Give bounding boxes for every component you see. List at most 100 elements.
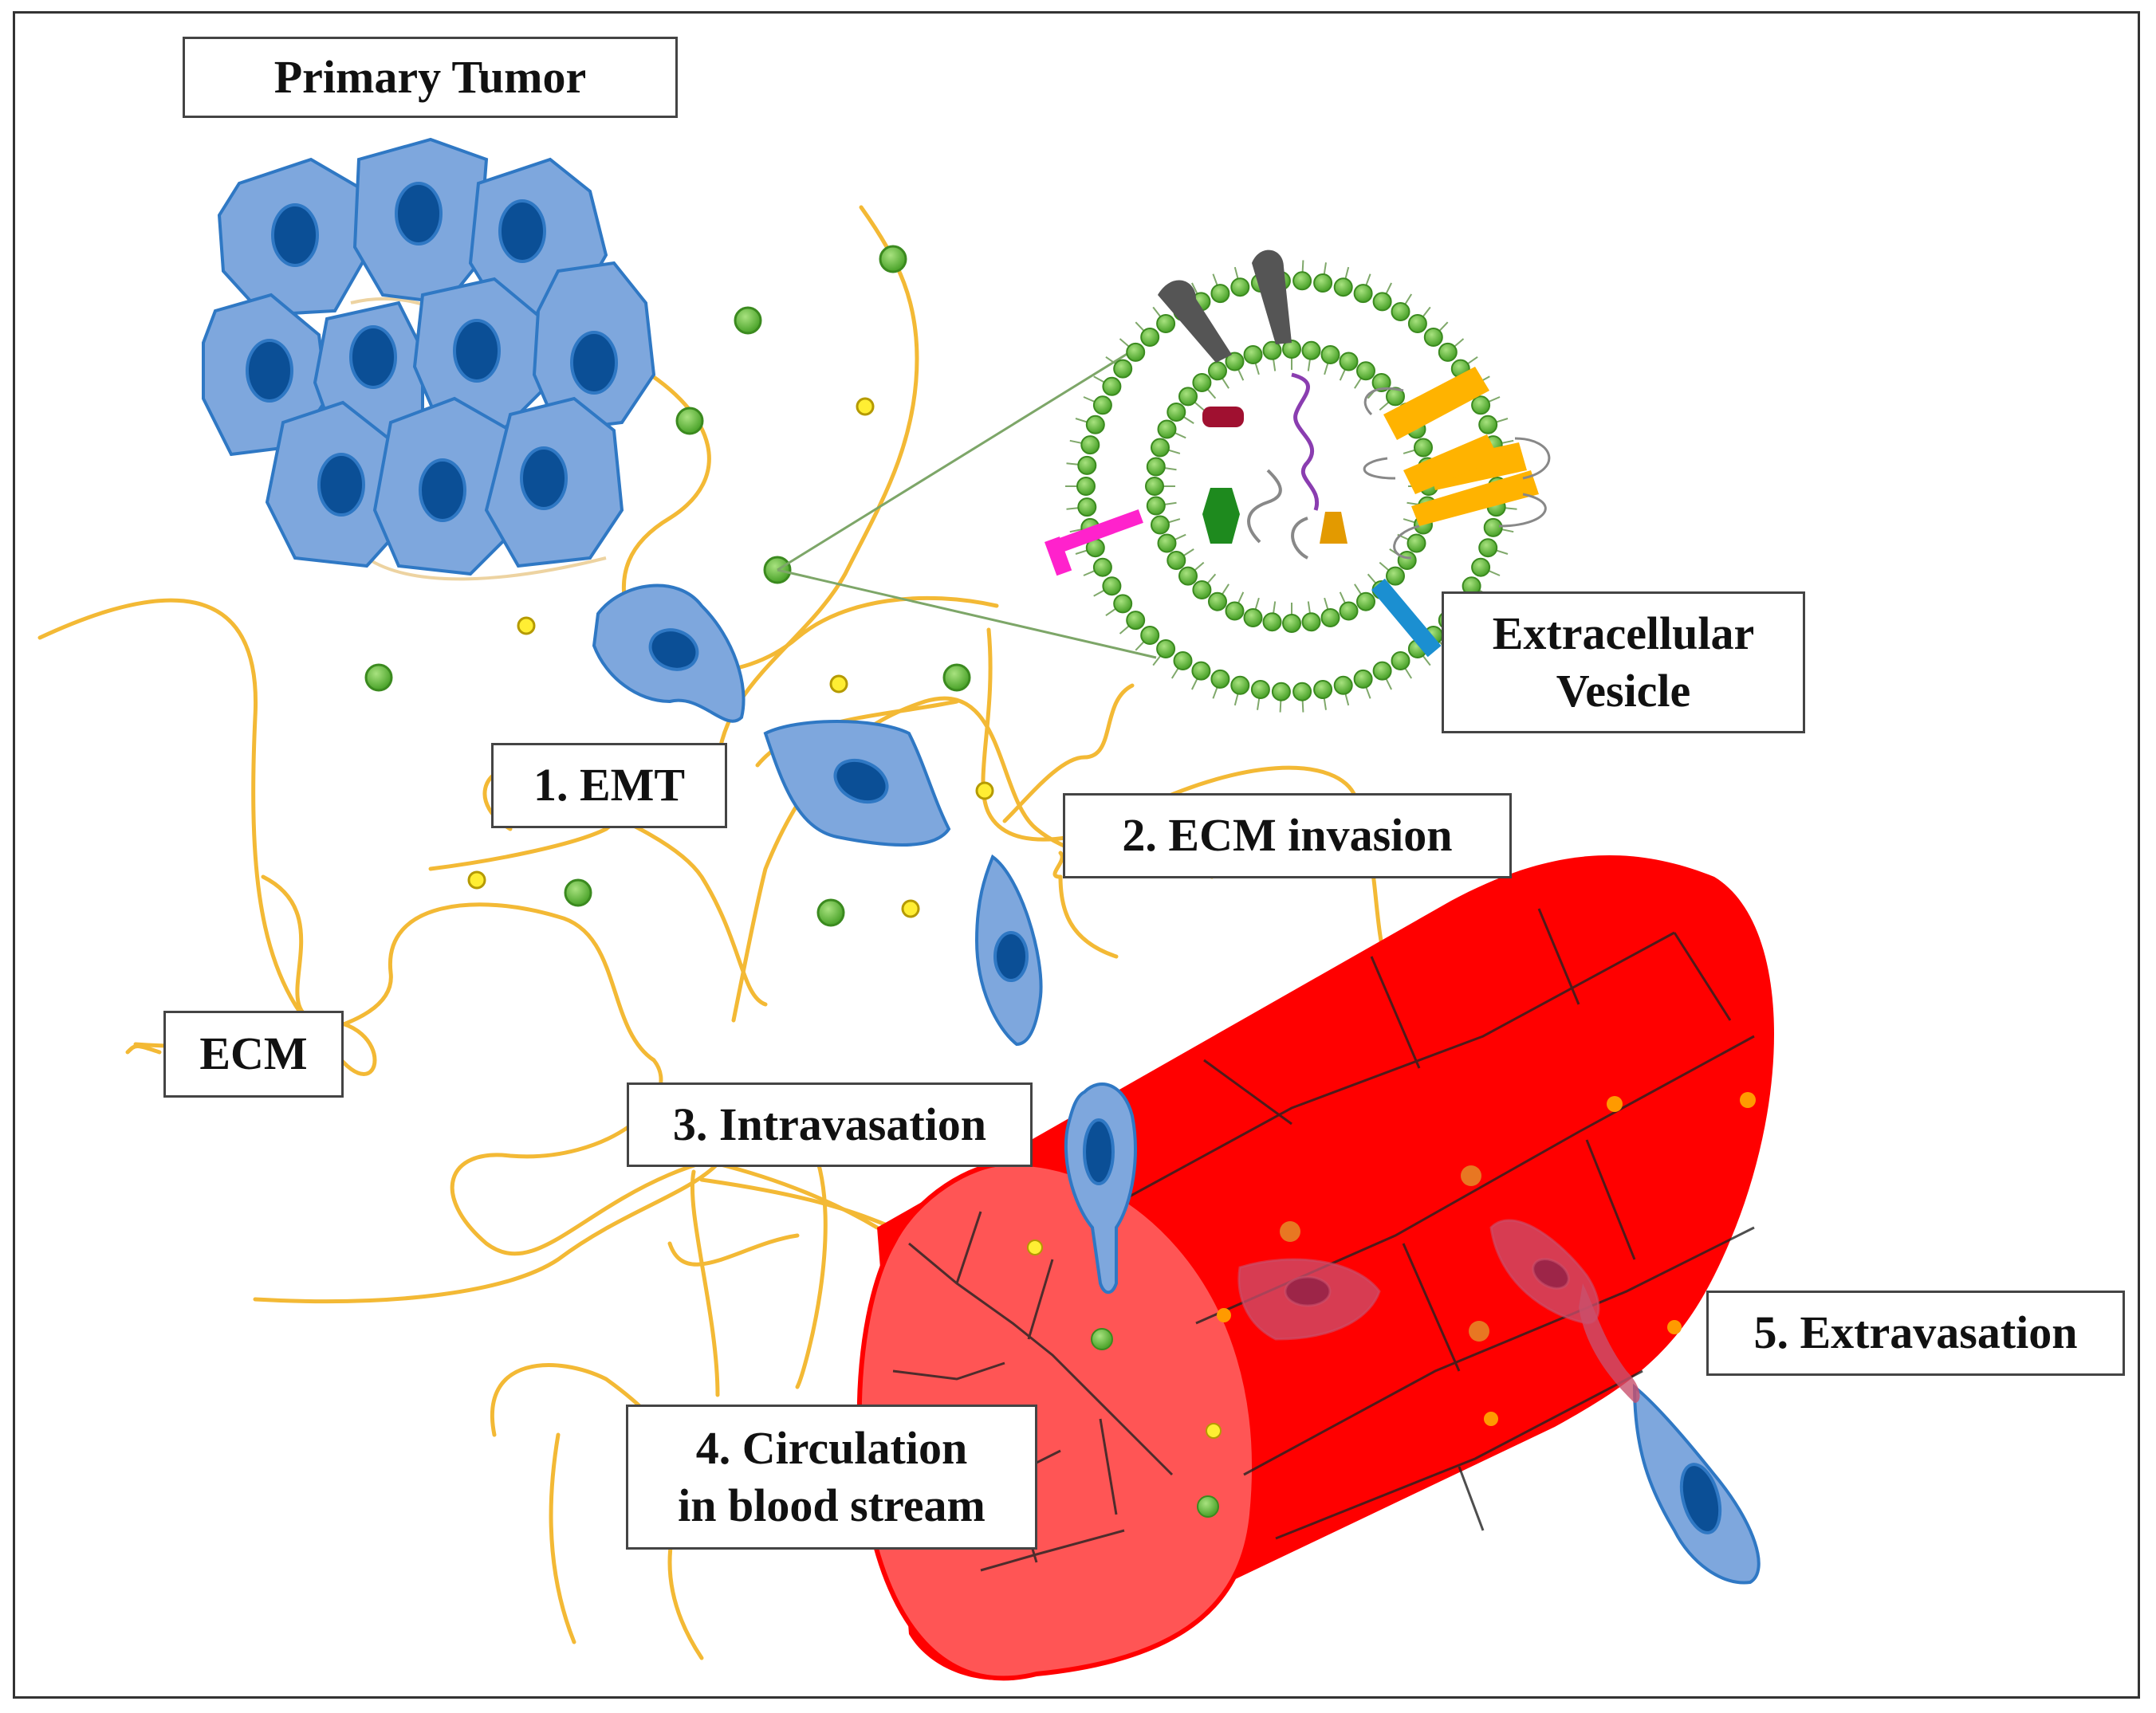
invading-cell <box>763 720 951 847</box>
tumor-cell <box>532 261 656 433</box>
lipid-head <box>1151 515 1170 535</box>
lipid-head <box>1313 680 1333 699</box>
lipid-head <box>1113 594 1133 614</box>
lipid-head <box>1167 551 1186 570</box>
lipid-head <box>1320 345 1340 364</box>
cells-in-vessel <box>1237 1219 1600 1341</box>
tumor-cell <box>265 400 405 568</box>
lipid-head <box>1397 551 1417 570</box>
lipid-head <box>1407 533 1426 553</box>
lipid-head <box>1085 414 1105 434</box>
lipid-head <box>1320 608 1340 627</box>
lipid-head <box>1313 273 1333 293</box>
lipid-head <box>1210 669 1230 689</box>
lipid-head <box>1157 419 1177 439</box>
lipid-head <box>1077 455 1097 475</box>
cargo-protein-orange <box>1320 512 1348 544</box>
lipid-head <box>1333 277 1353 297</box>
label-primary-tumor: Primary Tumor <box>183 37 678 118</box>
label-extravasation: 5. Extravasation <box>1706 1291 2125 1376</box>
lipid-head <box>1126 611 1146 631</box>
magenta-receptor <box>1045 509 1143 576</box>
cargo-rna-purple <box>1291 372 1320 511</box>
lipid-head <box>1271 682 1291 701</box>
lipid-head <box>1471 395 1491 415</box>
lipid-head <box>1471 557 1491 577</box>
lipid-head <box>1156 314 1176 333</box>
lipid-head <box>1145 477 1164 496</box>
lipid-head <box>1140 626 1160 645</box>
extravasating-cell-tail <box>1579 1283 1640 1403</box>
lipid-head <box>1262 340 1282 360</box>
lipid-head <box>1372 292 1392 312</box>
lipid-head <box>1210 284 1230 304</box>
cargo-protein-red <box>1202 407 1244 427</box>
label-emt: 1. EMT <box>491 743 727 828</box>
tumor-cell <box>217 157 369 317</box>
lipid-head <box>1146 496 1166 516</box>
lipid-head <box>1102 576 1122 596</box>
lipid-head <box>1478 414 1498 434</box>
intravasating-cell <box>1064 1082 1137 1295</box>
lipid-head <box>1353 669 1373 689</box>
blood-particles <box>1027 1092 1756 1518</box>
gold-receptor <box>1383 367 1539 526</box>
lipid-head <box>1301 612 1321 632</box>
lipid-head <box>1243 608 1263 627</box>
lipid-head <box>1080 435 1100 455</box>
lipid-head <box>1225 352 1245 371</box>
lipid-head <box>1423 328 1443 347</box>
lipid-head <box>1262 612 1282 632</box>
lipid-head <box>1092 395 1112 415</box>
lipid-head <box>1192 373 1212 392</box>
lipid-head <box>1208 591 1227 611</box>
label-intravasation: 3. Intravasation <box>627 1082 1033 1167</box>
lipid-head <box>1113 359 1133 379</box>
lipid-head <box>1301 340 1321 360</box>
lipid-head <box>1414 438 1433 458</box>
label-extracellular-vesicle: Extracellular Vesicle <box>1442 591 1805 733</box>
cargo-dna-gray <box>1247 469 1309 560</box>
lipid-head <box>1243 345 1263 364</box>
lipid-head <box>1339 352 1359 371</box>
lipid-head <box>1282 340 1301 359</box>
lipid-head <box>1192 580 1212 599</box>
lipid-head <box>1371 373 1391 392</box>
lipid-head <box>1076 477 1096 496</box>
lipid-head <box>1386 566 1405 586</box>
lipid-head <box>1230 675 1250 695</box>
lipid-head <box>1092 557 1112 577</box>
extravasating-cell <box>1632 1383 1761 1585</box>
lipid-head <box>1178 566 1198 586</box>
tumor-cell <box>352 137 489 305</box>
lipid-head <box>1356 361 1375 381</box>
lipid-head <box>1178 387 1198 407</box>
lipid-head <box>1391 651 1410 670</box>
label-ecm: ECM <box>163 1011 344 1098</box>
lipid-head <box>1386 387 1405 407</box>
lipid-head <box>1356 591 1375 611</box>
lipid-head <box>1102 376 1122 396</box>
free-vesicles <box>364 245 994 927</box>
dark-receptors <box>1158 249 1292 363</box>
lipid-head <box>1353 284 1373 304</box>
lipid-head <box>1391 302 1410 321</box>
primary-tumor-cells <box>202 137 656 576</box>
lipid-head <box>1077 497 1097 517</box>
lipid-head <box>1407 314 1427 333</box>
tumor-cell <box>372 396 512 576</box>
blue-receptor <box>1371 578 1442 658</box>
lipid-head <box>1225 601 1245 621</box>
lipid-head <box>1438 342 1458 362</box>
lipid-head <box>1191 661 1211 681</box>
invading-cell-elongated <box>974 854 1043 1047</box>
cargo-protein-green <box>1202 488 1240 544</box>
tumor-cell <box>484 396 624 568</box>
lipid-head <box>1333 675 1353 695</box>
lipid-head <box>1483 517 1503 537</box>
lipid-head <box>1250 680 1270 699</box>
lipid-head <box>1146 457 1166 477</box>
lipid-head <box>1292 271 1312 291</box>
zoom-lines <box>777 349 1157 659</box>
